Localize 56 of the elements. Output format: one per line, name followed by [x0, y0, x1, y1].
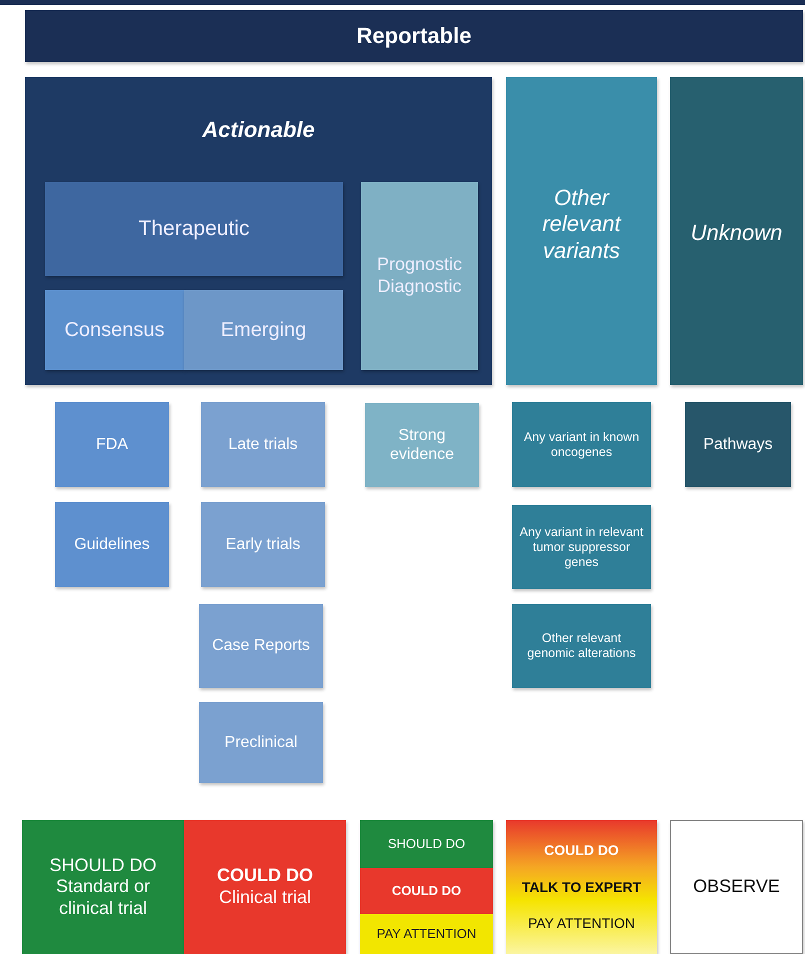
header-band	[25, 10, 803, 62]
box-label: Clinical trial	[218, 887, 312, 909]
evidence-box	[201, 502, 325, 587]
evidence-box	[199, 702, 323, 783]
action-box	[360, 914, 493, 954]
box-label: Preclinical	[224, 732, 298, 752]
box-label: Standard or clinical trial	[54, 876, 152, 920]
box-label: COULD DO	[543, 842, 620, 859]
evidence-box	[55, 502, 169, 587]
box-label: Early trials	[224, 534, 302, 554]
category-panel	[670, 77, 803, 385]
evidence-box	[199, 604, 323, 688]
box-label: Strong evidence	[388, 426, 456, 464]
box-label: Case Reports	[211, 636, 311, 656]
box-label: Reportable	[356, 22, 472, 50]
action-box	[184, 820, 346, 954]
action-box	[506, 820, 657, 954]
evidence-box	[55, 402, 169, 487]
box-label: TALK TO EXPERT	[520, 878, 642, 896]
box-label: Other relevant genomic alterations	[526, 631, 637, 661]
box-label: Pathways	[702, 434, 774, 454]
box-label: SHOULD DO	[48, 854, 158, 876]
box-label: FDA	[95, 434, 129, 454]
category-box	[361, 182, 478, 370]
category-box	[45, 290, 184, 370]
box-label: PAY ATTENTION	[376, 926, 478, 942]
box-label: Late trials	[227, 434, 299, 454]
category-panel	[25, 77, 492, 385]
category-box	[45, 182, 343, 276]
box-label: Therapeutic	[138, 216, 250, 242]
box-label: COULD DO	[216, 865, 314, 887]
action-box	[670, 820, 803, 954]
evidence-box	[512, 604, 651, 688]
box-label: Actionable	[201, 117, 316, 144]
action-box	[360, 820, 493, 868]
action-box	[360, 868, 493, 914]
box-label: SHOULD DO	[386, 836, 466, 852]
box-label: Other relevant variants	[541, 185, 622, 264]
category-box	[184, 290, 343, 370]
box-label: Unknown	[690, 220, 784, 246]
box-label: PAY ATTENTION	[526, 915, 636, 932]
evidence-box	[685, 402, 791, 487]
evidence-box	[512, 505, 651, 589]
evidence-box	[512, 402, 651, 487]
category-panel	[506, 77, 657, 385]
evidence-box	[201, 402, 325, 487]
action-box	[22, 820, 184, 954]
box-label: OBSERVE	[692, 876, 781, 898]
box-label: COULD DO	[390, 883, 462, 899]
box-label: Guidelines	[73, 534, 151, 554]
box-label: Consensus	[63, 318, 166, 342]
box-label: Emerging	[220, 318, 308, 342]
box-label: Prognostic Diagnostic	[376, 254, 464, 298]
box-label: Any variant in relevant tumor suppressor genes	[518, 524, 644, 570]
evidence-box	[365, 403, 479, 487]
box-label: Any variant in known oncogenes	[522, 430, 640, 460]
